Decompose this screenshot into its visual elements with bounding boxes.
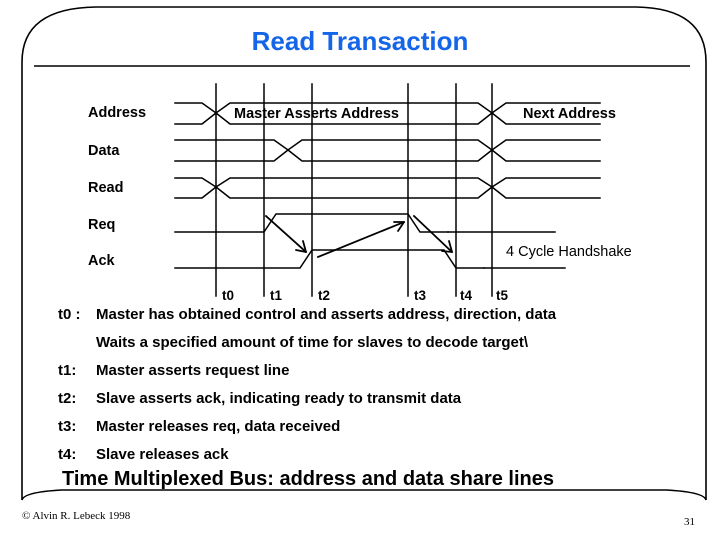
event-text-t2: Slave asserts ack, indicating ready to t…	[96, 390, 462, 407]
event-item-t0: t0 : Master has obtained control and asse…	[58, 306, 556, 323]
event-text-t0-line2: Waits a specified amount of time for sla…	[96, 334, 529, 351]
time-grid-lines	[215, 83, 493, 297]
footer-statement: Time Multiplexed Bus: address and data s…	[62, 468, 555, 490]
signal-label-data: Data	[88, 143, 120, 159]
waveform-req	[174, 213, 556, 233]
signal-label-read: Read	[88, 180, 124, 196]
event-text-t4: Slave releases ack	[96, 446, 229, 463]
signal-label-req: Req	[88, 217, 116, 233]
event-item-t4: t4: Slave releases ack	[58, 446, 229, 463]
tick-label-t1: t1	[270, 288, 283, 303]
bus-value-master-asserts-address: Master Asserts Address	[234, 106, 399, 122]
tick-label-t0: t0	[222, 288, 235, 303]
event-item-t0-continued: Waits a specified amount of time for sla…	[96, 334, 528, 351]
tick-label-t3: t3	[414, 288, 427, 303]
tick-label-t5: t5	[496, 288, 509, 303]
event-text-t3: Master releases req, data received	[96, 418, 341, 435]
tick-label-t2: t2	[318, 288, 331, 303]
waveform-read	[174, 177, 601, 199]
event-time-t4: t4:	[58, 446, 77, 463]
copyright-notice: © Alvin R. Lebeck 1998	[22, 510, 131, 522]
event-item-t3: t3: Master releases req, data received	[58, 418, 340, 435]
event-text-t1: Master asserts request line	[96, 362, 290, 379]
waveform-address	[174, 102, 601, 125]
event-time-t2: t2:	[58, 390, 77, 407]
event-item-t1: t1: Master asserts request line	[58, 362, 289, 379]
page-title: Read Transaction	[251, 26, 469, 56]
event-time-t1: t1:	[58, 362, 77, 379]
event-text-t0-line1: Master has obtained control and asserts …	[96, 306, 557, 323]
signal-label-ack: Ack	[88, 253, 115, 269]
bus-value-next-address: Next Address	[523, 106, 616, 122]
waveform-ack	[174, 249, 566, 269]
waveform-data	[174, 139, 601, 162]
handshake-arrows	[264, 214, 454, 259]
event-item-t2: t2: Slave asserts ack, indicating ready t…	[58, 390, 461, 407]
signal-label-address: Address	[88, 105, 147, 121]
tick-label-t4: t4	[460, 288, 473, 303]
annotation-4-cycle-handshake: 4 Cycle Handshake	[506, 244, 632, 260]
event-time-t3: t3:	[58, 418, 77, 435]
event-time-t0: t0 :	[58, 306, 81, 323]
page-number: 31	[684, 516, 695, 528]
